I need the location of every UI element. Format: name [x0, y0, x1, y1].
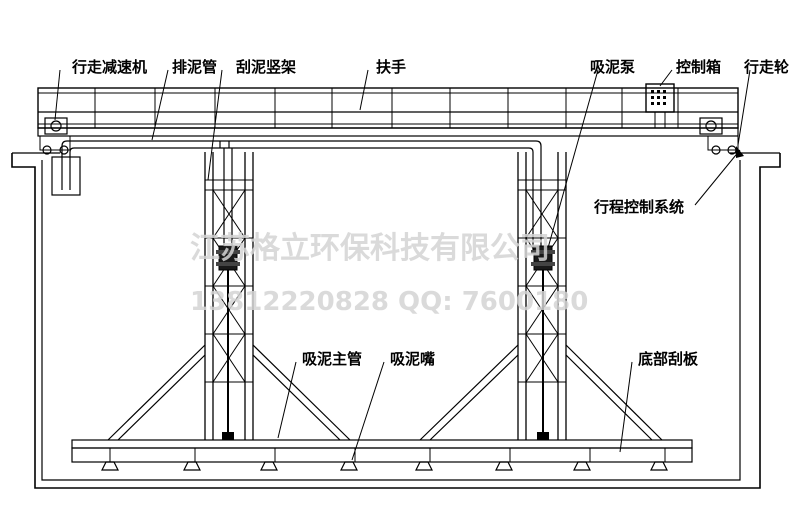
bottom-scraper	[71, 447, 693, 463]
label-handrail: 扶手	[376, 58, 406, 76]
label-walking-wheel: 行走轮	[743, 58, 789, 76]
label-suction-nozzle: 吸泥嘴	[390, 350, 435, 368]
handrail	[94, 88, 679, 128]
scraper-frame-right	[419, 152, 663, 441]
label-suction-main-pipe: 吸泥主管	[302, 350, 362, 368]
label-suction-pump: 吸泥泵	[590, 58, 635, 76]
sludge-discharge-pipe	[61, 140, 542, 250]
watermark-contact: 13812220828 QQ: 7600180	[190, 287, 588, 317]
label-control-box: 控制箱	[676, 58, 721, 76]
suction-nozzles	[101, 461, 668, 471]
label-sludge-discharge-pipe: 排泥管	[172, 58, 217, 76]
leader-lines	[54, 69, 751, 461]
scraper-frame-left	[107, 152, 351, 441]
walking-reducer	[39, 117, 71, 155]
suction-main-pipe	[71, 432, 693, 449]
label-scraper-frame: 刮泥竖架	[236, 58, 296, 76]
bridge-walkway	[37, 87, 739, 137]
suction-pump-right	[531, 245, 555, 432]
tank	[11, 152, 781, 489]
label-bottom-scraper: 底部刮板	[638, 350, 699, 368]
watermark-company: 江苏格立环保科技有限公司	[190, 231, 550, 266]
control-box	[645, 83, 675, 128]
suction-pump-left	[216, 245, 240, 432]
label-walking-reducer: 行走减速机	[71, 58, 147, 76]
label-travel-control-system: 行程控制系统	[593, 198, 684, 216]
